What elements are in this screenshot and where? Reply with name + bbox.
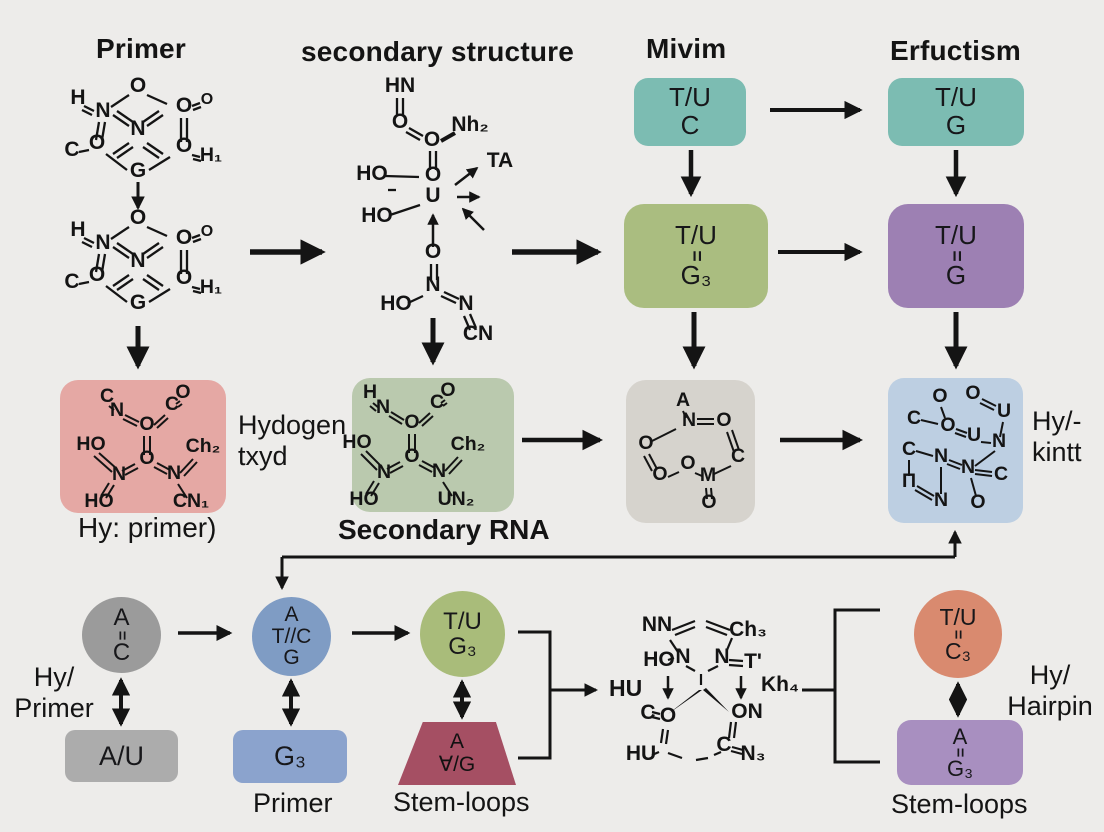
green-rna-box: [352, 378, 514, 512]
atom-label: O: [425, 240, 441, 263]
double-bond-mark: =: [949, 629, 967, 639]
node-line: C₃: [945, 637, 971, 664]
atom-label: T': [744, 650, 762, 673]
atom-label: C: [640, 701, 655, 724]
node-line: T/U: [443, 607, 482, 635]
node-tug3-circle: T/U G₃: [420, 591, 505, 677]
node-line: A: [113, 604, 130, 632]
label-hy-hairpin: Hy/ Hairpin: [998, 660, 1102, 723]
header-primer: Primer: [96, 33, 186, 64]
double-bond-mark: =: [951, 747, 969, 758]
atom-label: HO: [380, 292, 412, 315]
gray-ring-box: [626, 380, 755, 523]
node-line: G₃: [448, 633, 477, 660]
node-tu-g-teal: T/U G: [888, 78, 1024, 146]
label-line: Hy/: [1029, 660, 1071, 690]
atom-label: O: [392, 110, 408, 133]
primer-structure-1: [63, 72, 224, 184]
atom-label: HO: [643, 648, 675, 671]
label-hu: HU: [609, 675, 643, 701]
atom-label: HN: [385, 74, 415, 97]
node-line: T/U: [675, 220, 717, 251]
label-stem-loops-left: Stem-loops: [393, 787, 530, 817]
node-stem-loop-trapezoid: A ∀/G: [398, 722, 516, 785]
node-line: G₃: [680, 260, 712, 290]
node-line: ∀/G: [438, 752, 476, 776]
label-line: Hy/: [33, 662, 75, 692]
node-line: G₃: [946, 756, 974, 781]
atom-label: Nh₂: [451, 113, 488, 136]
atom-label: O: [660, 704, 676, 727]
node-line: G₃: [274, 741, 306, 772]
label-stem-loops-right: Stem-loops: [891, 789, 1028, 819]
atom-label: NN: [642, 613, 672, 636]
node-line: T/U: [935, 82, 977, 113]
bottom-rings-structure-drawing: NN Ch₃ HO N N T' C O ON HU C N₃: [626, 613, 767, 765]
label-hydogen-txyd: Hydogen txyd: [238, 410, 346, 473]
node-atcg-circle: A T//C G: [252, 597, 331, 676]
atom-label: O: [425, 163, 441, 186]
atom-label: HO: [361, 204, 393, 227]
atom-label: Ch₃: [729, 618, 767, 641]
label-line: Hydogen: [238, 410, 347, 440]
node-line: C: [680, 110, 700, 140]
atom-label: N: [425, 273, 440, 296]
node-line: A: [952, 723, 968, 749]
double-bond-mark: =: [113, 630, 130, 640]
node-ag3-box: A = G₃: [897, 720, 1023, 785]
node-line: G: [283, 646, 300, 670]
label-line: txyd: [238, 441, 288, 472]
label-hy-kintt: Hy/- kintt: [1032, 406, 1082, 469]
double-bond-mark: =: [945, 250, 967, 262]
label-line: Hy/-: [1032, 406, 1082, 436]
node-line: T/U: [669, 82, 711, 113]
node-tu-g-purple: T/U = G: [888, 204, 1024, 308]
header-secondary-structure: secondary structure: [301, 36, 575, 67]
label-ta: TA: [487, 149, 513, 172]
label-hy-primer-bottom: Hy/ Primer: [8, 662, 100, 725]
label-line: Primer: [14, 693, 94, 724]
atom-label: U: [425, 184, 440, 207]
label-line: kintt: [1032, 437, 1082, 468]
atom-label: HU: [626, 742, 656, 765]
atom-label: N: [675, 645, 690, 668]
node-line: T//C: [271, 624, 312, 648]
header-mivim: Mivim: [646, 33, 727, 64]
node-line: T/U: [939, 604, 977, 631]
label-line: Hairpin: [1007, 691, 1093, 722]
atom-label: CN: [463, 322, 493, 345]
node-line: A/U: [98, 740, 144, 771]
node-line: G: [945, 110, 967, 140]
header-erfuctism: Erfuctism: [890, 35, 1021, 66]
node-g3-box: G₃: [233, 730, 347, 783]
node-ac-circle: A = C: [82, 597, 161, 673]
label-hy-primer: Hy: primer): [78, 512, 217, 543]
double-bond-mark: =: [685, 250, 707, 262]
node-au-box: A/U: [65, 730, 178, 782]
atom-label: HO: [356, 162, 388, 185]
node-line: G: [945, 260, 967, 290]
primer-structure-2: [63, 204, 224, 316]
label-kh4: Kh₄: [761, 673, 800, 696]
label-secondary-rna: Secondary RNA: [338, 514, 550, 545]
atom-label: ON: [731, 700, 763, 723]
atom-label: N₃: [741, 742, 766, 765]
atom-label: C: [716, 733, 731, 756]
secondary-structure-drawing: HN O O Nh₂ HO O U HO O N HO N CN TA: [356, 74, 513, 345]
pink-structure-box: [60, 380, 226, 513]
label-primer-bottom: Primer: [253, 788, 333, 818]
node-line: C: [112, 638, 131, 666]
node-tu-c: T/U C: [634, 78, 746, 146]
atom-label: N: [714, 645, 729, 668]
atom-label: N: [458, 292, 473, 315]
node-line: A: [449, 730, 464, 754]
blue-structure-box: [888, 378, 1023, 523]
atom-label: O: [424, 128, 440, 151]
node-line: T/U: [935, 220, 977, 251]
node-tu-g3-olive: T/U = G₃: [624, 204, 768, 308]
node-line: A: [284, 603, 299, 627]
node-tuc3-circle: T/U = C₃: [914, 590, 1002, 678]
